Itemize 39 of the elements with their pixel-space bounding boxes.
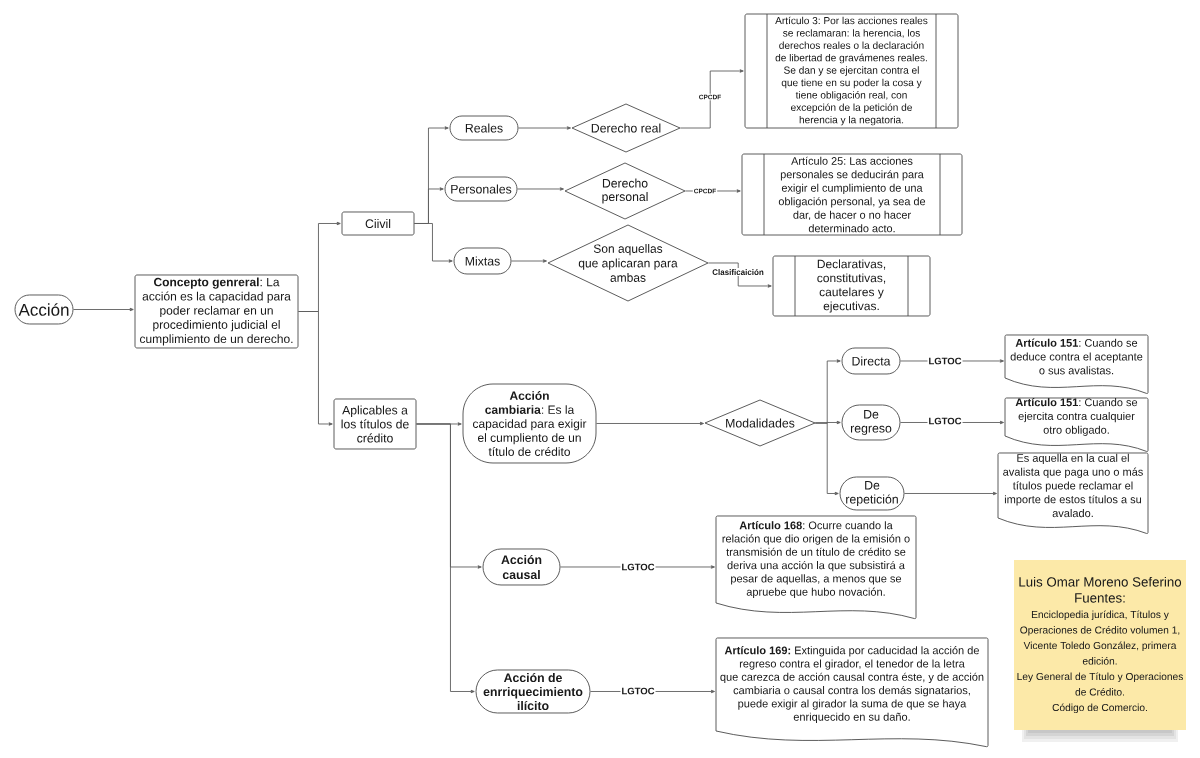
document-box: Artículo 169: Extinguida por caducidad la acción de regreso contra el girador, el tenedor de la letra que carezca de acción causal contra éste, y de acción cambiaria o causal contra los demás signatarios, puede exigir al girador la suma de que se haya enriquecido en su daño. [715,637,989,748]
edge-label: LGTOC [927,356,963,366]
edge-label: Clasificaición [711,268,765,276]
arrow [517,187,564,191]
rounded-box: Acción [14,294,74,325]
edge-label: LGTOC [620,686,656,696]
document-box: Artículo 151: Cuando se deduce contra el aceptante o sus avalistas. [1004,334,1149,394]
arrow [707,262,772,288]
edge-label: LGTOC [927,416,963,426]
edge-label: LGTOC [620,562,656,572]
arrow [904,491,997,496]
rounded-box: Acción cambiaria: Es la capacidad para exigir el cumpliento de un título de crédito [462,383,597,464]
process-box: Ciivil [341,211,415,236]
rounded-box: Personales [444,176,518,202]
arrow [814,422,839,496]
sticky-note: Luis Omar Moreno Seferino Fuentes: Enciclopedia jurídica, Títulos y Operaciones de Crédito volumen 1, Vicente Toledo González, primera edición. Ley General de Título y Operaciones de Crédito. Código de Comercio. [1014,560,1186,730]
rounded-box: Mixtas [453,247,512,275]
arrow [596,421,704,426]
arrow [518,126,571,130]
predefined-process-box: Artículo 3: Por las acciones reales se reclamaran: la herencia, los derechos reales o la declaración de libertad de gravámenes reales. Se dan y se ejercitan contra el que tiene en su poder la cosa y tiene obligación real, con excepción de la petición de herencia y la negatoria. [744,13,959,129]
document-box: Es aquella en la cual el avalista que paga uno o más títulos puede reclamar el importe de estos títulos a su avalado. [997,452,1149,534]
arrow [298,311,333,426]
rounded-box: Acción causal [482,548,561,586]
rounded-box: De regreso [841,404,901,441]
arrow [416,423,475,694]
rounded-box: Acción de enrriquecimiento ilícito [475,669,591,714]
predefined-process-box: Declarativas, constitutivas, cautelares y ejecutivas. [772,255,931,317]
rounded-box: De repetición [839,476,905,511]
process-box: Concepto genreral: La acción es la capacidad para poder reclamar en un procedimiento judicial el cumplimiento de un derecho. [134,274,299,349]
arrow [414,223,453,263]
arrow [73,307,134,312]
rounded-box: Directa [841,347,901,375]
document-box: Artículo 168: Ocurre cuando la relación que dio origen de la emisión o transmisión de un título de crédito se deriva una acción la que subsistirá a pesar de aquellas, a menos que se apruebe que hubo novación. [715,515,917,620]
arrow [679,69,744,129]
document-box: Artículo 151: Cuando se ejercita contra cualquier otro obligado. [1004,397,1149,452]
process-box: Aplicables a los títulos de crédito [333,398,417,450]
predefined-process-box: Artículo 25: Las acciones personales se deducirán para exigir el cumplimiento de una obligación personal, ya sea de dar, de hacer o no hacer determinado acto. [741,153,963,236]
rounded-box: Reales [449,115,519,141]
arrow [511,259,547,263]
